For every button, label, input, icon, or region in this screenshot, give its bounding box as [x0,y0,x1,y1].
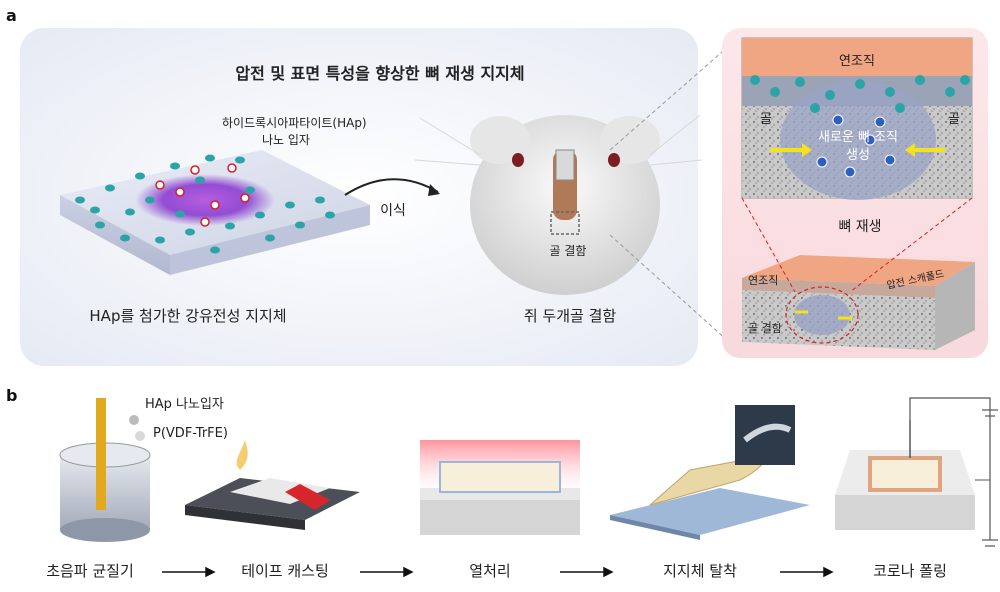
soft-tissue-small-label: 연조직 [748,274,779,287]
process-arrows [162,566,834,578]
hap-particle [295,221,305,229]
hap-particle [325,211,335,219]
negative-charge-icon [874,116,886,128]
hap-particle [105,184,115,192]
hap-particle [225,222,235,230]
inset-hap-particle [885,87,895,97]
scaffold-detachment [610,405,810,540]
positive-charge-icon [210,200,220,210]
bone-defect-label: 골 결함 [549,244,587,258]
corona-poling-setup [835,397,998,547]
inset-hap-particle [810,103,820,113]
rat-caption: 쥐 두개골 결함 [523,307,617,325]
heat-treatment-plate [420,440,580,535]
hap-particle [120,234,130,242]
inset-hap-particle [915,75,925,85]
hap-particle [155,236,165,244]
bone-left-label: 골 [760,112,772,127]
hap-label-line1: 하이드록시아파타이트(HAp) [222,116,367,130]
positive-charge-icon [200,217,210,227]
hap-particle [265,234,275,242]
defect-small-label: 골 결함 [748,322,782,335]
polymer-label: P(VDF-TrFE) [153,426,228,441]
positive-charge-icon [227,163,237,173]
hap-label-line2: 나노 입자 [262,133,310,147]
soft-tissue-label: 연조직 [839,54,875,69]
hap-particle [145,196,155,204]
bone-right-label: 골 [948,112,960,127]
regeneration-block [742,255,975,350]
inset-hap-particle [750,75,760,85]
implant-label: 이식 [380,203,406,219]
inset-hap-particle [795,77,805,87]
panel-b-letter: b [6,386,18,405]
positive-charge-icon [190,165,200,175]
inset-hap-particle [855,79,865,89]
panel-a-letter: a [6,6,17,25]
positive-charge-icon [175,187,185,197]
implant-arrow [344,178,439,196]
hap-particle [75,196,85,204]
hap-particle [125,208,135,216]
negative-charge-icon [816,156,828,168]
cell-blob [135,174,275,226]
hap-particle [245,186,255,194]
hap-particle [90,206,100,214]
negative-charge-icon [832,114,844,126]
inset-hap-particle [945,87,955,97]
inset-hap-particle [960,75,970,85]
hap-particle [195,176,205,184]
hap-particle [170,162,180,170]
regeneration-label: 뼈 재생 [838,219,882,235]
step-1-label: 초음파 균질기 [46,562,134,580]
hap-particle [315,196,325,204]
negative-charge-icon [844,166,856,178]
negative-charge-icon [864,134,876,146]
step-5-label: 코로나 폴링 [873,562,947,580]
hap-particle [285,201,295,209]
step-3-label: 열처리 [469,562,511,580]
positive-charge-icon [155,180,165,190]
new-bone-line2: 생성 [846,148,870,163]
hap-particle [235,156,245,164]
ultrasonic-homogenizer [59,398,151,542]
rat-illustration [414,114,703,295]
inset-hap-particle [895,103,905,113]
hap-particle [175,210,185,218]
step-2-label: 테이프 캐스팅 [241,562,329,580]
hap-particle [205,154,215,162]
panel-a-title: 압전 및 표면 특성을 향상한 뼈 재생 지지체 [235,64,525,83]
positive-charge-icon [240,193,250,203]
hap-particle [255,211,265,219]
inset-particles [750,75,970,178]
step-4-label: 지지체 탈착 [663,562,737,580]
hap-np-label: HAp 나노입자 [145,397,224,412]
hap-particle [185,228,195,236]
hap-particles [75,154,335,254]
hap-particle [210,246,220,254]
negative-charge-icon [884,154,896,166]
hap-particle [135,172,145,180]
tape-casting-device [185,478,360,530]
inset-hap-particle [825,90,835,100]
new-bone-line1: 새로운 뼈 조직 [817,130,899,145]
inset-hap-particle [770,87,780,97]
scaffold-caption: HAp를 첨가한 강유전성 지지체 [89,307,287,325]
hap-particle [95,221,105,229]
